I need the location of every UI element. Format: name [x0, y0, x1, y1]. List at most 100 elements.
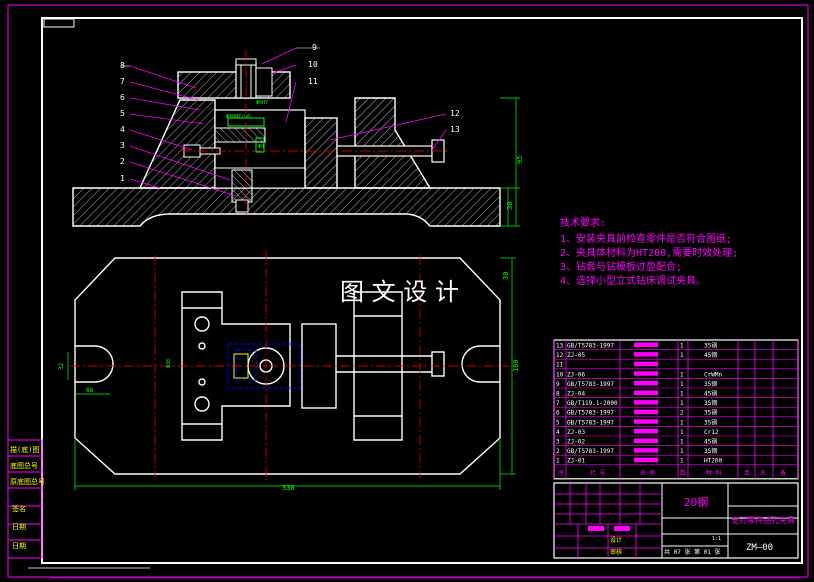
bom-row-qty: 1: [680, 429, 684, 436]
strip-text-5: 日期: [12, 542, 26, 550]
bom-row-qty: 1: [680, 343, 684, 350]
bom-row-name-mark: [634, 419, 658, 424]
bom-row-name-mark: [634, 342, 658, 347]
bom-row-code: ZJ-05: [567, 352, 585, 359]
bom-row-name-mark: [634, 400, 658, 405]
drawing-name: 支钉零件钻孔夹具: [731, 515, 795, 525]
bom-row-no: 8: [556, 391, 560, 398]
balloon-12: 12: [450, 109, 460, 118]
bom-row-name-mark: [634, 361, 658, 367]
title-block: 设计 审核 20钢 支钉零件钻孔夹具 ZM—00 1:1 共 07 张 第 01…: [553, 482, 799, 559]
bom-row-code: ZJ-02: [567, 439, 585, 446]
bom-row-mat: 35钢: [704, 399, 717, 407]
balloon-2: 2: [120, 157, 125, 166]
dim-height: 95: [516, 156, 524, 164]
bom-row-qty: 1: [680, 371, 684, 378]
outer-frame: [7, 4, 809, 578]
bom-row-no: 2: [556, 448, 560, 455]
tech-item-2: 2、夹具体材料为HT200,需要时效处理;: [560, 246, 738, 259]
strip-text-3: 签名: [12, 504, 26, 513]
dim-top: 30: [502, 272, 510, 280]
dim-mid: Φ30: [166, 359, 172, 368]
strip-text-1: 底图总号: [10, 461, 38, 470]
bom-row-no: 10: [556, 371, 564, 378]
bom-row-qty: 1: [680, 439, 684, 446]
tech-item-3: 3、钻套与钻模板过盈配合;: [560, 260, 682, 273]
balloon-6: 6: [120, 93, 125, 102]
bom-row-code: ZJ-06: [567, 371, 585, 378]
sign-review: 审核: [610, 548, 622, 556]
bom-row-mat: 45钢: [704, 438, 717, 446]
balloon-8: 8: [120, 61, 125, 70]
bom-row-qty: 1: [680, 419, 684, 426]
dim-base: 30: [506, 202, 514, 210]
bom-row-name-mark: [634, 409, 658, 415]
strip-text-0: 描(底)图: [10, 445, 39, 454]
front-dims: 95 30 Φ38H7/n6 Φ6H7 Φ9: [226, 97, 524, 227]
top-view-dims: [67, 257, 516, 490]
bom-row-no: 11: [556, 362, 564, 369]
balloon-10: 10: [308, 60, 318, 69]
dim-overall: 330: [282, 484, 295, 492]
bom-row-no: 13: [556, 343, 564, 350]
bom-row-code: GB/T5783-1997: [567, 448, 614, 455]
bom-row-qty: 1: [680, 458, 684, 465]
bom-row-qty: 2: [680, 410, 684, 417]
balloon-3: 3: [120, 141, 125, 150]
dim-width: 160: [512, 359, 520, 372]
bom-row-name-mark: [634, 448, 658, 453]
bom-row-qty: 1: [680, 352, 684, 359]
inner-frame: [41, 17, 803, 564]
bom-row-mat: 35钢: [704, 447, 717, 455]
bom-row-name-mark: [634, 380, 658, 386]
bom-row-no: 3: [556, 439, 560, 446]
top-view-centerlines: [70, 250, 510, 480]
balloon-1: 1: [120, 174, 125, 183]
scale: 1:1: [712, 536, 721, 542]
balloon-7: 7: [120, 77, 125, 86]
bom-row-code: GB/T5783-1997: [567, 419, 614, 426]
bom-row-name-mark: [634, 371, 658, 376]
bom-header-cell: 总: [760, 469, 766, 477]
tech-requirements: 技术要求: 1、安装夹具前检查零件是否符合图纸; 2、夹具体材料为HT200,需…: [560, 216, 738, 287]
bom-row-qty: 1: [680, 381, 684, 388]
bom-row-qty: 1: [680, 448, 684, 455]
front-view: [72, 50, 501, 227]
sheet-info: 共 07 张 第 01 张: [664, 548, 721, 556]
dim-hole: Φ6H7: [256, 100, 268, 106]
bom-header-cell: 代 号: [590, 469, 606, 477]
bom-row-name-mark: [634, 390, 658, 395]
bom-row-mat: 35钢: [704, 418, 717, 426]
strip-text-4: 日期: [12, 523, 26, 531]
dim-left: 32: [58, 362, 65, 370]
bom-row-name-mark: [634, 438, 658, 443]
bom-row-code: GB/T5783-1997: [567, 343, 614, 350]
bom-row-name-mark: [634, 352, 658, 357]
bom-row-no: 4: [556, 429, 560, 436]
bom-row-no: 7: [556, 400, 560, 407]
bom-header-cell: 名 称: [640, 469, 656, 477]
dim-left-w: 88: [86, 387, 94, 394]
top-view: [74, 257, 501, 475]
bom-row-mat: 35钢: [704, 409, 717, 417]
bom-row-no: 12: [556, 352, 564, 359]
bom-row-no: 9: [556, 381, 560, 388]
bom-row-code: GB/T5783-1997: [567, 381, 614, 388]
bom-row-no: 5: [556, 419, 560, 426]
bom-row-mat: 45钢: [704, 351, 717, 359]
bom-row-mat: 45钢: [704, 390, 717, 398]
balloon-4: 4: [120, 125, 125, 134]
bom-header-cell: 序: [558, 469, 564, 477]
sign-design: 设计: [610, 536, 622, 544]
drawing-number: ZM—00: [746, 543, 773, 553]
bom-row-name-mark: [634, 428, 658, 434]
bom-row-qty: 1: [680, 400, 684, 407]
tech-heading: 技术要求:: [560, 216, 606, 229]
bom-row-mat: 35钢: [704, 380, 717, 388]
bom-row-no: 1: [556, 458, 560, 465]
bom-row-no: 6: [556, 410, 560, 417]
balloon-11: 11: [308, 77, 318, 86]
material: 20钢: [684, 496, 708, 509]
balloon-5: 5: [120, 109, 125, 118]
